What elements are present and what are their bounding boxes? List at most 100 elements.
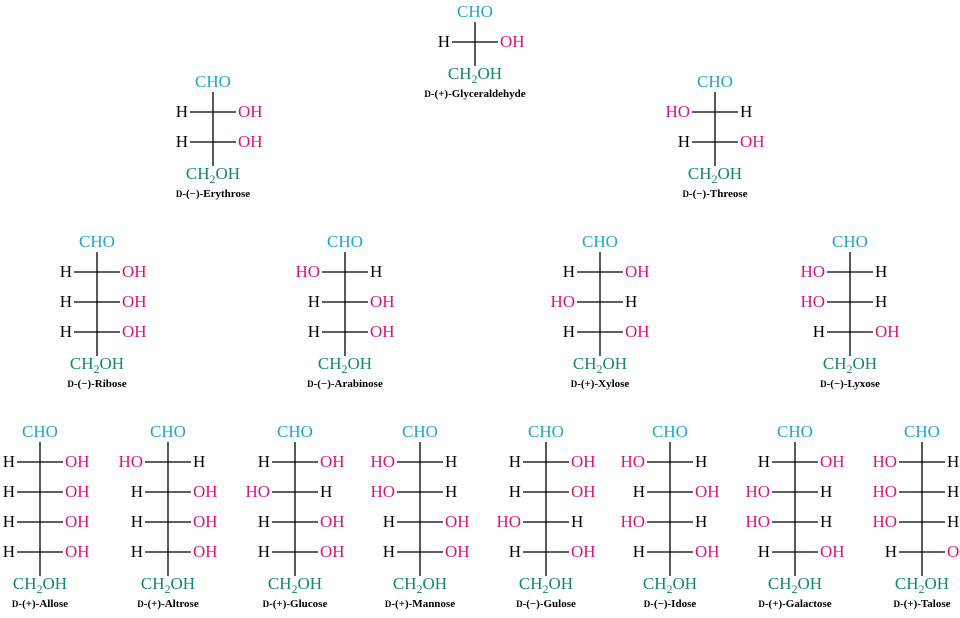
hydroxyl-label: HO — [370, 482, 395, 501]
carbon-backbone — [523, 442, 569, 576]
carbon-backbone — [190, 92, 236, 166]
hydrogen-label: H — [445, 482, 458, 501]
ch2oh-ch: CH — [894, 574, 919, 593]
hydroxymethyl-group: CH2OH — [295, 354, 395, 379]
sugar-name-text: -(+)-Altrose — [143, 598, 199, 610]
hydrogen-label: H — [445, 452, 458, 471]
sugar-name: D-(+)-Altrose — [98, 597, 238, 611]
hydroxymethyl-group: CH2OH — [163, 164, 263, 189]
hydrogen-label: H — [382, 512, 395, 531]
ch2oh-subscript: 2 — [341, 362, 348, 376]
hydroxyl-label: HO — [118, 452, 143, 471]
d-configuration-prefix: D — [758, 599, 765, 609]
d-configuration-prefix: D — [893, 599, 901, 609]
carbon-backbone — [827, 252, 873, 356]
sugar-name-text: -(+)-Glyceraldehyde — [430, 88, 526, 100]
ch2oh-subscript: 2 — [542, 582, 549, 596]
hydroxymethyl-group: CH2OH — [745, 574, 845, 599]
hydroxymethyl-group: CH2OH — [118, 574, 218, 599]
hydrogen-label: H — [320, 482, 333, 501]
d-configuration-prefix: D — [682, 189, 689, 199]
sugar-name: D-(−)-Erythrose — [143, 187, 283, 201]
ch2oh-ch: CH — [267, 574, 292, 593]
hydrogen-label: H — [947, 512, 960, 531]
ch2oh-subscript: 2 — [164, 582, 171, 596]
hydrogen-label: H — [508, 482, 521, 501]
hydroxymethyl-group: CH2OH — [496, 574, 596, 599]
aldehyde-group: CHO — [832, 232, 868, 251]
hydrogen-label: H — [130, 542, 143, 561]
aldehyde-group: CHO — [277, 422, 313, 441]
hydroxymethyl-group: CH2OH — [425, 64, 525, 89]
hydroxyl-label: OH — [875, 322, 900, 341]
d-configuration-prefix: D — [820, 379, 827, 389]
sugar-name-text: -(−)-Erythrose — [182, 188, 251, 200]
hydroxyl-label: HO — [245, 482, 270, 501]
hydroxymethyl-group: CH2OH — [370, 574, 470, 599]
hydroxyl-label: OH — [193, 512, 218, 531]
ch2oh-subscript: 2 — [416, 582, 423, 596]
hydroxyl-label: HO — [745, 512, 770, 531]
hydroxyl-label: OH — [370, 322, 395, 341]
sugar-name: D-(−)-Arabinose — [275, 377, 415, 391]
carbon-backbone — [322, 252, 368, 356]
ch2oh-oh: OH — [924, 574, 950, 593]
hydrogen-label: H — [677, 132, 690, 151]
sugar-name: D-(−)-Idose — [600, 597, 740, 611]
hydroxymethyl-group: CH2OH — [47, 354, 147, 379]
ch2oh-ch: CH — [687, 164, 712, 183]
ch2oh-ch: CH — [317, 354, 342, 373]
hydroxyl-label: OH — [320, 452, 345, 471]
hydrogen-label: H — [632, 542, 645, 561]
hydroxyl-label: OH — [238, 102, 263, 121]
hydrogen-label: H — [59, 292, 72, 311]
hydrogen-label: H — [257, 512, 270, 531]
hydrogen-label: H — [875, 292, 888, 311]
hydroxyl-label: OH — [65, 482, 90, 501]
hydrogen-label: H — [875, 262, 888, 281]
sugar-name-text: -(−)-Gulose — [522, 598, 576, 610]
sugar-name: D-(+)-Galactose — [725, 597, 865, 611]
ch2oh-ch: CH — [447, 64, 472, 83]
aldehyde-group: CHO — [195, 72, 231, 91]
hydroxymethyl-group: CH2OH — [550, 354, 650, 379]
hydroxyl-label: HO — [550, 292, 575, 311]
hydroxyl-label: OH — [65, 512, 90, 531]
ch2oh-ch: CH — [572, 354, 597, 373]
aldehyde-group: CHO — [582, 232, 618, 251]
sugar-name: D-(+)-Xylose — [530, 377, 670, 391]
carbon-backbone — [647, 442, 693, 576]
hydroxyl-label: HO — [872, 512, 897, 531]
ch2oh-oh: OH — [477, 64, 503, 83]
sugar-name-text: -(+)-Xylose — [577, 378, 630, 390]
hydroxyl-label: OH — [571, 482, 596, 501]
ch2oh-oh: OH — [42, 574, 68, 593]
hydroxyl-label: HO — [295, 262, 320, 281]
ch2oh-oh: OH — [548, 574, 574, 593]
hydrogen-label: H — [257, 542, 270, 561]
ch2oh-oh: OH — [297, 574, 323, 593]
hydroxyl-label: HO — [496, 512, 521, 531]
hydrogen-label: H — [695, 512, 708, 531]
carbon-backbone — [145, 442, 191, 576]
hydrogen-label: H — [820, 512, 833, 531]
ch2oh-ch: CH — [642, 574, 667, 593]
hydroxyl-label: OH — [820, 452, 845, 471]
hydroxyl-label: HO — [620, 512, 645, 531]
aldehyde-group: CHO — [79, 232, 115, 251]
aldehyde-group: CHO — [777, 422, 813, 441]
hydrogen-label: H — [625, 292, 638, 311]
hydrogen-label: H — [508, 452, 521, 471]
hydroxyl-label: HO — [745, 482, 770, 501]
d-configuration-prefix: D — [643, 599, 651, 609]
hydroxymethyl-group: CH2OH — [872, 574, 960, 599]
hydroxyl-label: OH — [500, 32, 525, 51]
hydroxyl-label: OH — [65, 542, 90, 561]
aldehyde-group: CHO — [150, 422, 186, 441]
